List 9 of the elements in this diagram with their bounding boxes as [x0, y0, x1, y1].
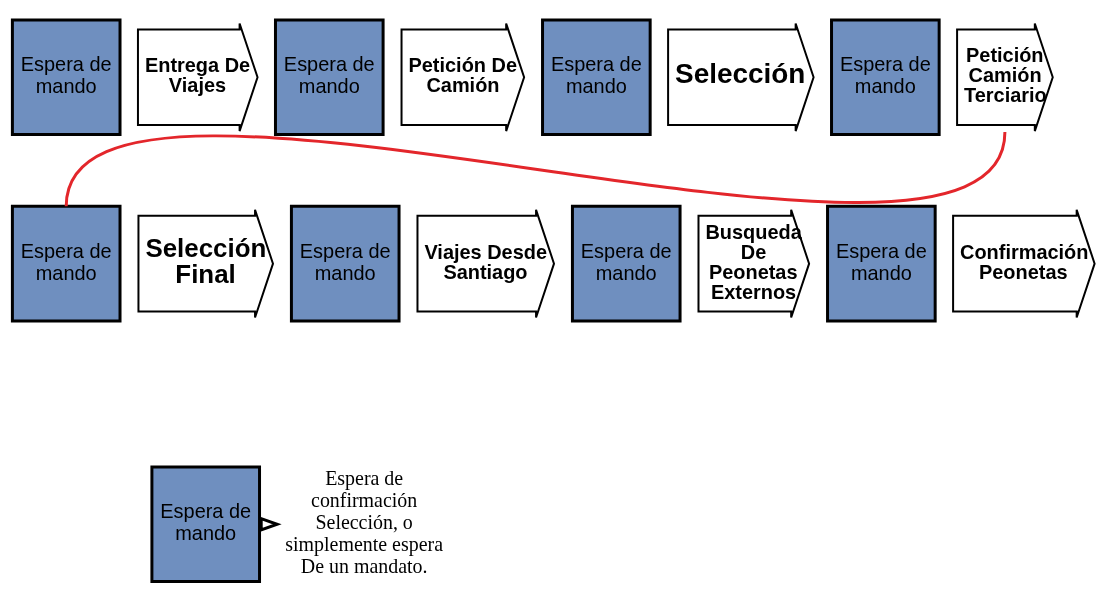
node-box: Espera de mando — [10, 204, 122, 322]
node-box: Espera de mando — [570, 204, 682, 322]
node-box: Espera de mando — [289, 204, 401, 322]
node-box: Espera de mando — [10, 18, 122, 136]
node-box: Espera de mando — [830, 18, 941, 136]
node-box: Espera de mando — [826, 204, 937, 322]
node-box: Espera de mando — [273, 18, 385, 136]
node-box: Espera de mando — [541, 18, 652, 136]
node-text: Espera de confirmación Selección, o simplemente espera De un mandato. — [285, 466, 443, 577]
